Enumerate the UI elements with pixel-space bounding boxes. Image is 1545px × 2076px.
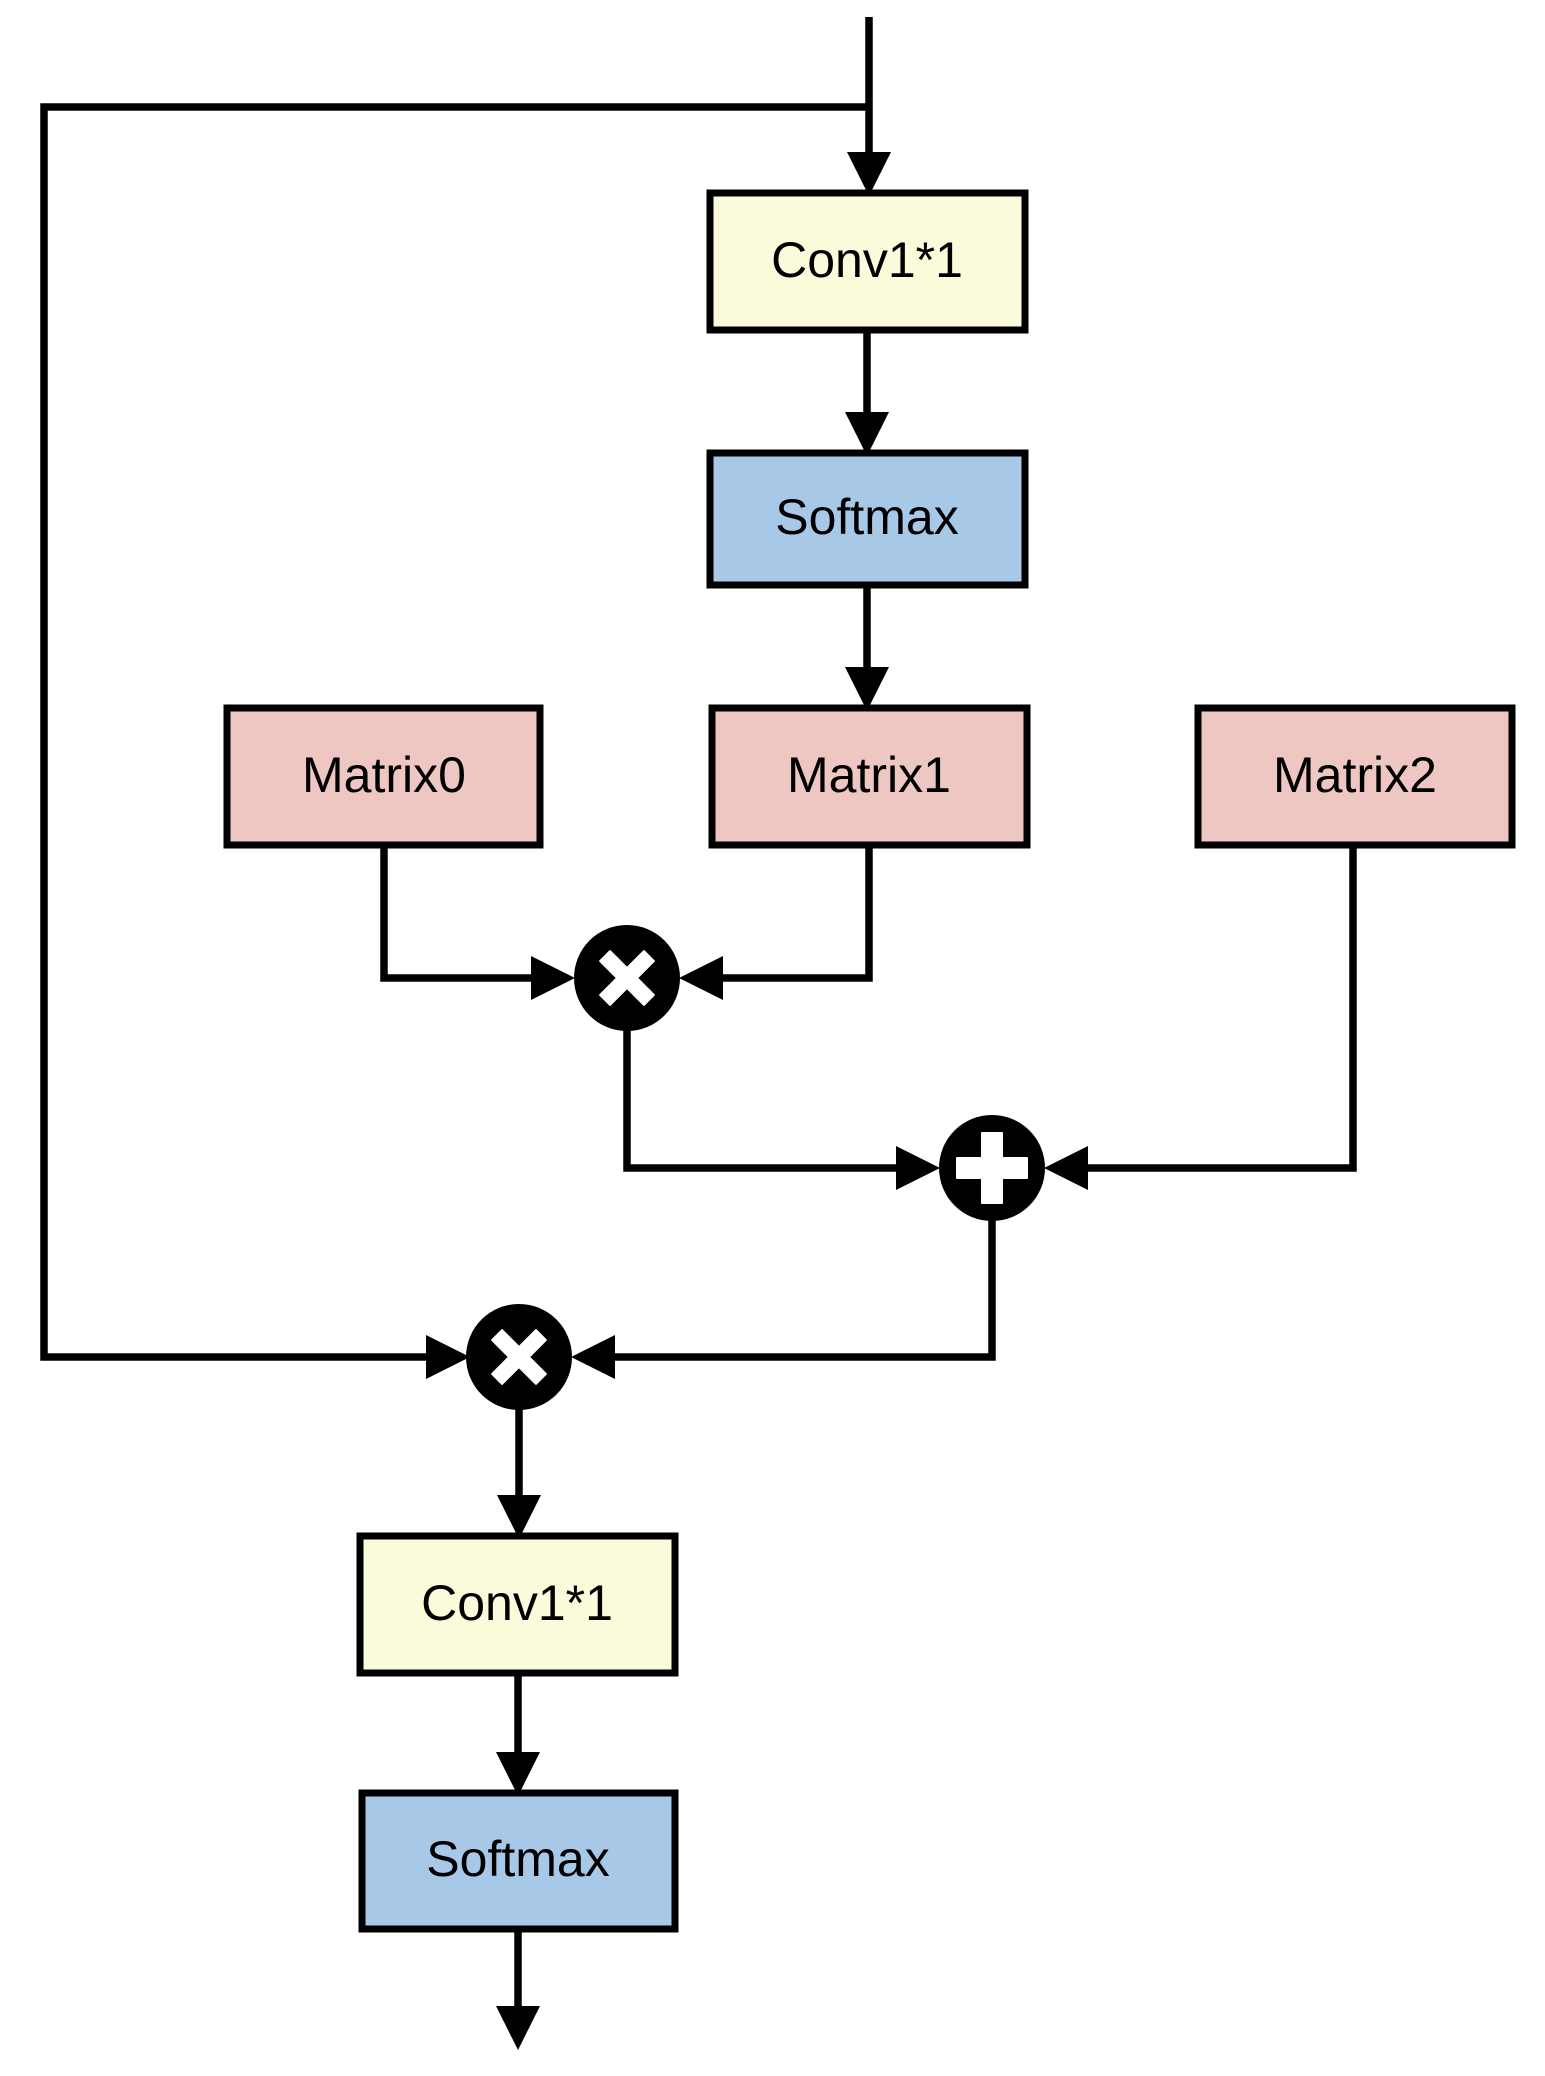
multiply-glyph-bar-2 [599, 950, 655, 1006]
edge-add1-to-mul2 [571, 1218, 996, 1379]
edge-matrix1-to-mul1 [679, 845, 873, 1000]
matrix0-label: Matrix0 [302, 747, 466, 803]
conv-top-rect[interactable] [706, 189, 1029, 334]
matrix2-rect[interactable] [1194, 704, 1516, 849]
conv-bottom-rect[interactable] [356, 1532, 679, 1677]
arrowhead-softmax-matrix1 [845, 667, 889, 711]
node-matrix2[interactable]: Matrix2 [1194, 704, 1516, 849]
softmax-top-rect[interactable] [706, 449, 1029, 589]
arrowhead-conv-softmax-top [845, 412, 889, 456]
softmax-top-label: Softmax [775, 489, 958, 545]
matrix1-label: Matrix1 [787, 747, 951, 803]
matrix1-rect[interactable] [708, 704, 1031, 849]
operator-plus-1[interactable] [939, 1115, 1045, 1221]
arrowhead-matrix2-add1 [1044, 1146, 1088, 1190]
node-conv-top[interactable]: Conv1*1 [706, 189, 1029, 334]
edge-mul2-to-conv-bottom [497, 1407, 541, 1539]
conv-bottom-label: Conv1*1 [421, 1575, 613, 1631]
operator-multiply-2[interactable] [466, 1304, 572, 1410]
conv-top-label: Conv1*1 [771, 232, 963, 288]
softmax-bottom-rect[interactable] [358, 1789, 679, 1933]
arrowhead-matrix0-mul1 [531, 956, 575, 1000]
edge-conv-bottom-to-softmax-bottom [496, 1673, 540, 1796]
arrowhead-mul1-add1 [896, 1146, 940, 1190]
arrowhead-mul2-conv-bottom [497, 1495, 541, 1539]
arrowhead-skip-mul2 [426, 1335, 470, 1379]
operator-multiply-1[interactable] [574, 925, 680, 1031]
arrowhead-input-conv-top [847, 152, 891, 196]
edge-softmax-top-to-matrix1 [845, 585, 889, 711]
softmax-bottom-label: Softmax [426, 1831, 609, 1887]
edge-mul1-to-add1 [623, 1028, 940, 1190]
arrowhead-add1-mul2 [571, 1335, 615, 1379]
edge-matrix0-to-mul1 [380, 845, 575, 1000]
node-conv-bottom[interactable]: Conv1*1 [356, 1532, 679, 1677]
arrowhead-conv-softmax-bottom [496, 1752, 540, 1796]
edge-matrix2-to-add1 [1044, 845, 1357, 1190]
matrix2-label: Matrix2 [1273, 747, 1437, 803]
matrix0-rect[interactable] [223, 704, 544, 849]
arrowhead-output [496, 2006, 540, 2050]
arrowhead-matrix1-mul1 [679, 956, 723, 1000]
edge-softmax-bottom-to-output [496, 1929, 540, 2050]
node-matrix0[interactable]: Matrix0 [223, 704, 544, 849]
edge-input-to-conv-top [847, 17, 891, 196]
plus-glyph-bar-vertical [981, 1132, 1003, 1204]
edge-conv-top-to-softmax-top [845, 330, 889, 456]
node-matrix1[interactable]: Matrix1 [708, 704, 1031, 849]
edge-skip-connection [40, 103, 869, 1379]
node-softmax-bottom[interactable]: Softmax [358, 1789, 679, 1933]
node-softmax-top[interactable]: Softmax [706, 449, 1029, 589]
multiply-2-glyph-bar-2 [491, 1329, 547, 1385]
